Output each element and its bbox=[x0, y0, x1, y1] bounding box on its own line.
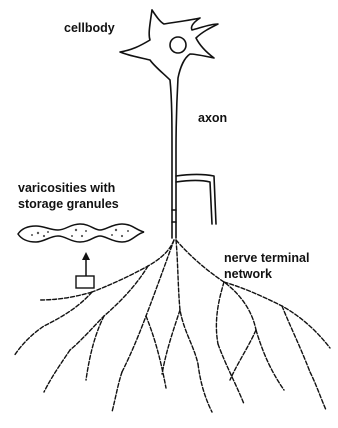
cell-body-outline-left bbox=[120, 10, 172, 238]
label-varicosities-line1: varicosities with bbox=[18, 180, 119, 196]
varicosity-marker-box bbox=[76, 276, 94, 288]
label-varicosities-line2: storage granules bbox=[18, 196, 119, 212]
label-cellbody: cellbody bbox=[64, 20, 115, 36]
label-varicosities: varicosities with storage granules bbox=[18, 180, 119, 212]
varicosity-illustration bbox=[18, 224, 144, 242]
label-nerve-line1: nerve terminal bbox=[224, 250, 309, 266]
axon-collateral-inner bbox=[176, 181, 212, 225]
label-nerve-line2: network bbox=[224, 266, 309, 282]
label-nerve-terminal: nerve terminal network bbox=[224, 250, 309, 282]
nucleus bbox=[170, 37, 186, 53]
arrow-up-icon bbox=[82, 252, 90, 276]
label-axon: axon bbox=[198, 110, 227, 126]
